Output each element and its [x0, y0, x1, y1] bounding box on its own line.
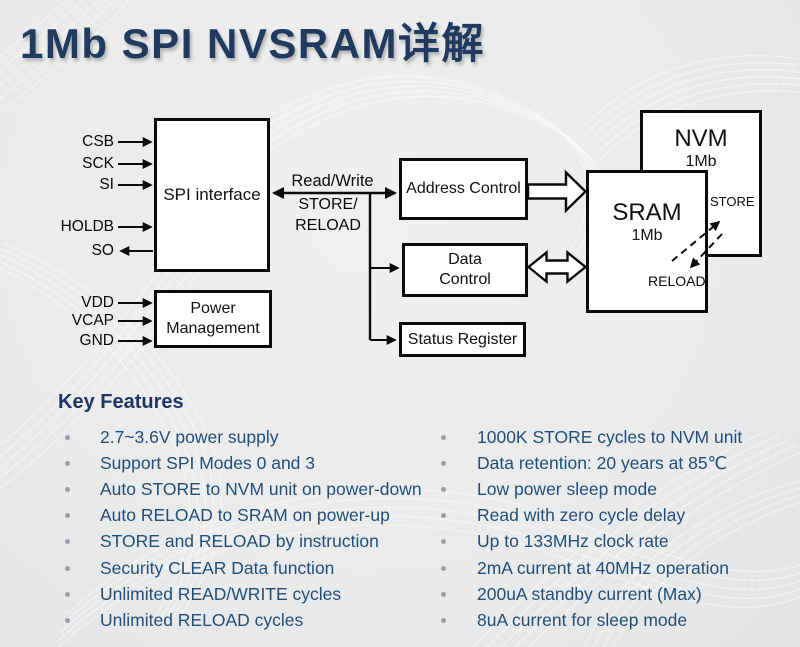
pin-label-si: SI [99, 176, 114, 193]
store-transfer-label: STORE [710, 194, 755, 209]
nvm-size: 1Mb [685, 153, 717, 170]
power-label-line1: Power [190, 300, 236, 317]
feature-item: Up to 133MHz clock rate [436, 529, 796, 555]
key-features-heading: Key Features [58, 391, 184, 413]
pin-label-vcap: VCAP [71, 312, 114, 329]
feature-item: 200uA standby current (Max) [436, 581, 796, 607]
spi-interface-label: SPI interface [163, 185, 261, 205]
feature-item: 1000K STORE cycles to NVM unit [436, 424, 796, 450]
sram-block: SRAM 1Mb [586, 170, 708, 313]
nvm-title: NVM [674, 125, 728, 152]
page-title: 1Mb SPI NVSRAM详解 [20, 20, 486, 67]
pin-label-vdd: VDD [81, 294, 114, 311]
key-features-list-right: 1000K STORE cycles to NVM unit Data rete… [436, 424, 796, 634]
status-register-block: Status Register [399, 322, 526, 357]
spi-interface-block: SPI interface [154, 118, 270, 272]
address-control-block: Address Control [399, 158, 528, 220]
feature-item: Low power sleep mode [436, 476, 796, 502]
status-register-label: Status Register [407, 330, 518, 348]
data-control-label-line2: Control [439, 271, 491, 288]
feature-item: Security CLEAR Data function [60, 555, 430, 581]
pin-label-csb: CSB [82, 133, 114, 150]
pin-label-sck: SCK [82, 155, 114, 172]
feature-item: Data retention: 20 years at 85℃ [436, 450, 796, 476]
store-reload-line2: RELOAD [295, 217, 361, 234]
power-management-block: Power Management [154, 290, 272, 348]
key-features-list-left: 2.7~3.6V power supply Support SPI Modes … [60, 424, 430, 634]
data-control-label-line1: Data [448, 251, 482, 268]
sram-title: SRAM [612, 199, 682, 226]
store-reload-bus-label: STORE/ RELOAD [268, 194, 388, 236]
feature-item: Unlimited READ/WRITE cycles [60, 581, 430, 607]
feature-item: 2mA current at 40MHz operation [436, 555, 796, 581]
feature-item: Read with zero cycle delay [436, 503, 796, 529]
feature-item: Support SPI Modes 0 and 3 [60, 450, 430, 476]
reload-transfer-label: RELOAD [648, 273, 706, 289]
read-write-label: Read/Write [291, 172, 374, 190]
data-control-block: Data Control [402, 243, 528, 297]
feature-item: Unlimited RELOAD cycles [60, 607, 430, 633]
store-reload-line1: STORE/ [298, 196, 358, 213]
feature-item: Auto RELOAD to SRAM on power-up [60, 503, 430, 529]
sram-size: 1Mb [631, 227, 663, 244]
feature-item: 2.7~3.6V power supply [60, 424, 430, 450]
feature-item: Auto STORE to NVM unit on power-down [60, 476, 430, 502]
feature-item: STORE and RELOAD by instruction [60, 529, 430, 555]
pin-label-so: SO [91, 242, 114, 259]
address-control-label: Address Control [406, 180, 521, 197]
power-label-line2: Management [166, 320, 260, 337]
pin-label-holdb: HOLDB [60, 218, 114, 235]
pin-label-gnd: GND [79, 332, 114, 349]
feature-item: 8uA current for sleep mode [436, 607, 796, 633]
